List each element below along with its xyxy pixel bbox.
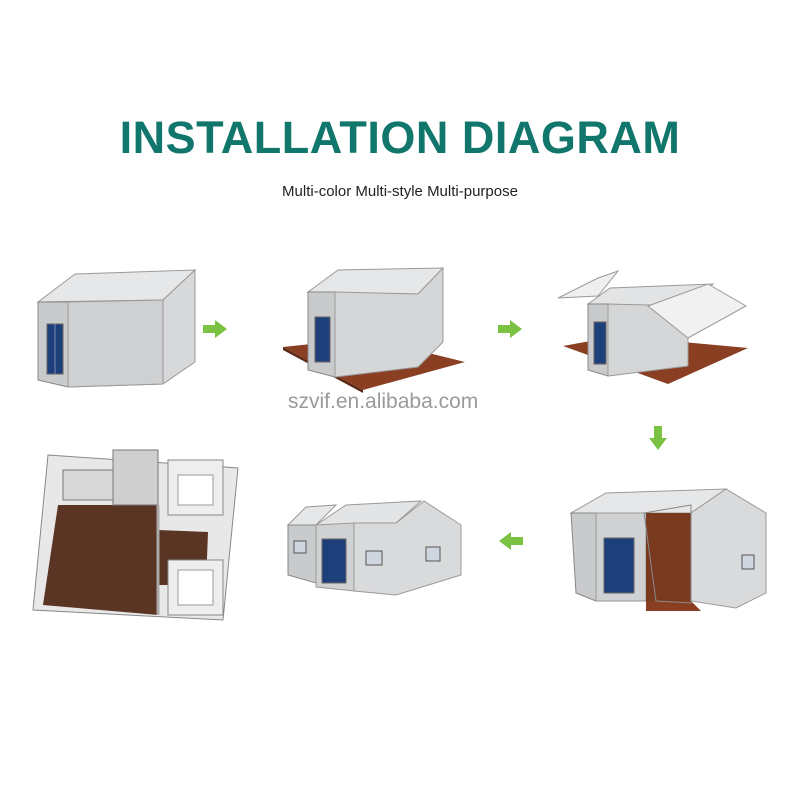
arrow-right-icon — [498, 320, 522, 338]
step-3-roof-unfolding — [558, 269, 748, 384]
step-1-closed-container — [36, 268, 197, 388]
page-title: INSTALLATION DIAGRAM — [119, 112, 681, 163]
watermark: szvif.en.alibaba.com — [288, 390, 479, 413]
page-subtitle: Multi-color Multi-style Multi-purpose — [282, 183, 518, 200]
step-4-walls-unfolding — [569, 488, 767, 611]
step-5-expanded-house — [286, 500, 462, 596]
arrow-down-icon — [649, 426, 667, 450]
step-2-floor-unfolded — [283, 266, 465, 393]
arrow-left-icon — [499, 532, 523, 550]
step-6-floor-plan — [32, 449, 239, 621]
arrow-right-icon — [203, 320, 227, 338]
